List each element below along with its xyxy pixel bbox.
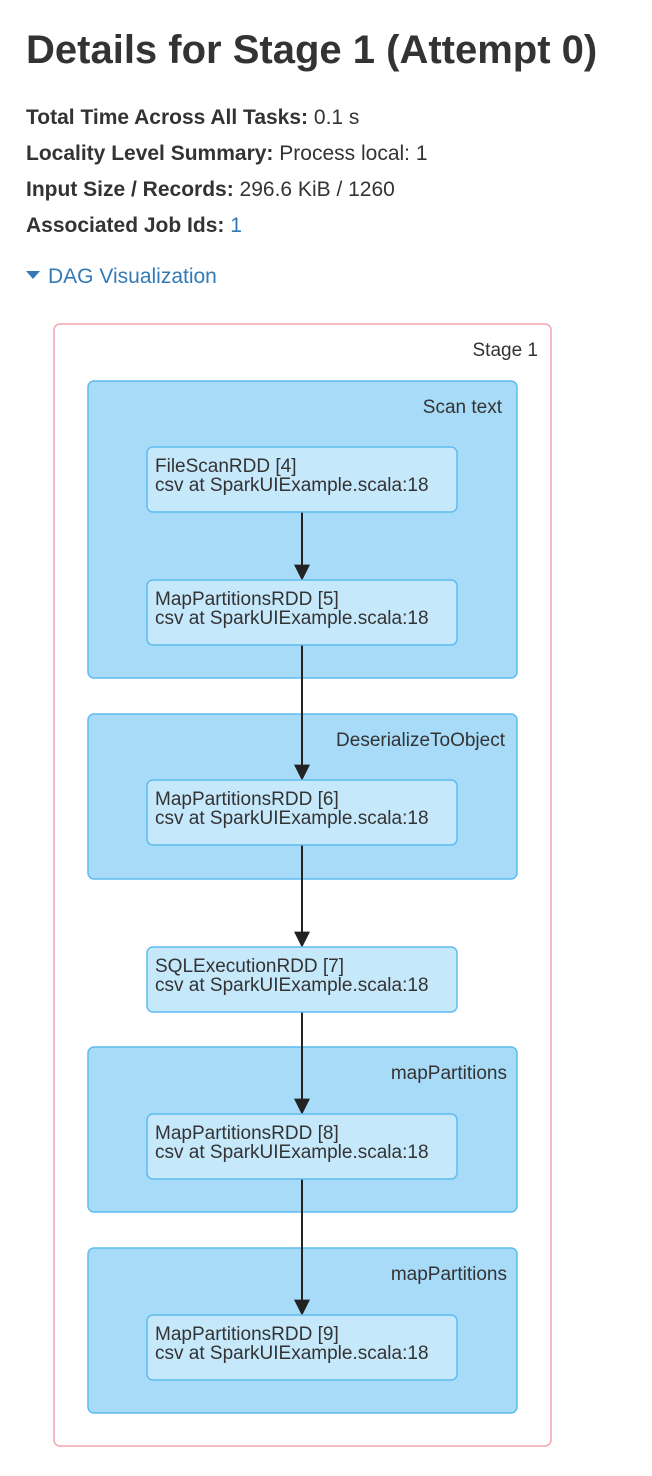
- rdd-node-name: MapPartitionsRDD [8]: [155, 1123, 339, 1144]
- summary-total-time: Total Time Across All Tasks: 0.1 s: [26, 100, 428, 136]
- cluster-label: mapPartitions: [391, 1264, 507, 1285]
- summary-label: Total Time Across All Tasks:: [26, 106, 309, 129]
- rdd-node-name: MapPartitionsRDD [6]: [155, 789, 339, 810]
- summary-input-size: Input Size / Records: 296.6 KiB / 1260: [26, 172, 428, 208]
- rdd-node-callsite: csv at SparkUIExample.scala:18: [155, 1343, 429, 1364]
- summary-value: Process local: 1: [279, 142, 428, 165]
- rdd-node-callsite: csv at SparkUIExample.scala:18: [155, 975, 429, 996]
- stage-summary-list: Total Time Across All Tasks: 0.1 s Local…: [26, 100, 428, 244]
- rdd-node[interactable]: MapPartitionsRDD [8] csv at SparkUIExamp…: [146, 1113, 458, 1180]
- rdd-node[interactable]: MapPartitionsRDD [6] csv at SparkUIExamp…: [146, 779, 458, 846]
- caret-down-icon: [26, 271, 40, 279]
- stage-label: Stage 1: [473, 340, 539, 361]
- rdd-node-callsite: csv at SparkUIExample.scala:18: [155, 608, 429, 629]
- summary-label: Input Size / Records:: [26, 178, 234, 201]
- rdd-node-name: MapPartitionsRDD [5]: [155, 589, 339, 610]
- rdd-node-callsite: csv at SparkUIExample.scala:18: [155, 475, 429, 496]
- rdd-node-name: SQLExecutionRDD [7]: [155, 956, 344, 977]
- job-id-link[interactable]: 1: [230, 214, 242, 237]
- summary-job-ids: Associated Job Ids: 1: [26, 208, 428, 244]
- summary-value: 0.1 s: [313, 106, 360, 129]
- summary-label: Locality Level Summary:: [26, 142, 274, 165]
- summary-value: 296.6 KiB / 1260: [239, 178, 395, 201]
- summary-locality: Locality Level Summary: Process local: 1: [26, 136, 428, 172]
- rdd-node-callsite: csv at SparkUIExample.scala:18: [155, 808, 429, 829]
- rdd-node[interactable]: MapPartitionsRDD [5] csv at SparkUIExamp…: [146, 579, 458, 646]
- cluster-label: Scan text: [423, 397, 503, 418]
- rdd-node[interactable]: MapPartitionsRDD [9] csv at SparkUIExamp…: [146, 1314, 458, 1381]
- cluster-label: mapPartitions: [391, 1063, 507, 1084]
- rdd-node[interactable]: SQLExecutionRDD [7] csv at SparkUIExampl…: [146, 946, 458, 1013]
- dag-toggle-label: DAG Visualization: [48, 265, 217, 288]
- cluster-label: DeserializeToObject: [336, 730, 506, 751]
- summary-label: Associated Job Ids:: [26, 214, 225, 237]
- rdd-node-name: FileScanRDD [4]: [155, 456, 297, 477]
- dag-visualization-toggle[interactable]: DAG Visualization: [26, 262, 217, 292]
- rdd-node-name: MapPartitionsRDD [9]: [155, 1324, 339, 1345]
- rdd-node-callsite: csv at SparkUIExample.scala:18: [155, 1142, 429, 1163]
- rdd-node[interactable]: FileScanRDD [4] csv at SparkUIExample.sc…: [146, 446, 458, 513]
- page-title: Details for Stage 1 (Attempt 0): [26, 28, 598, 72]
